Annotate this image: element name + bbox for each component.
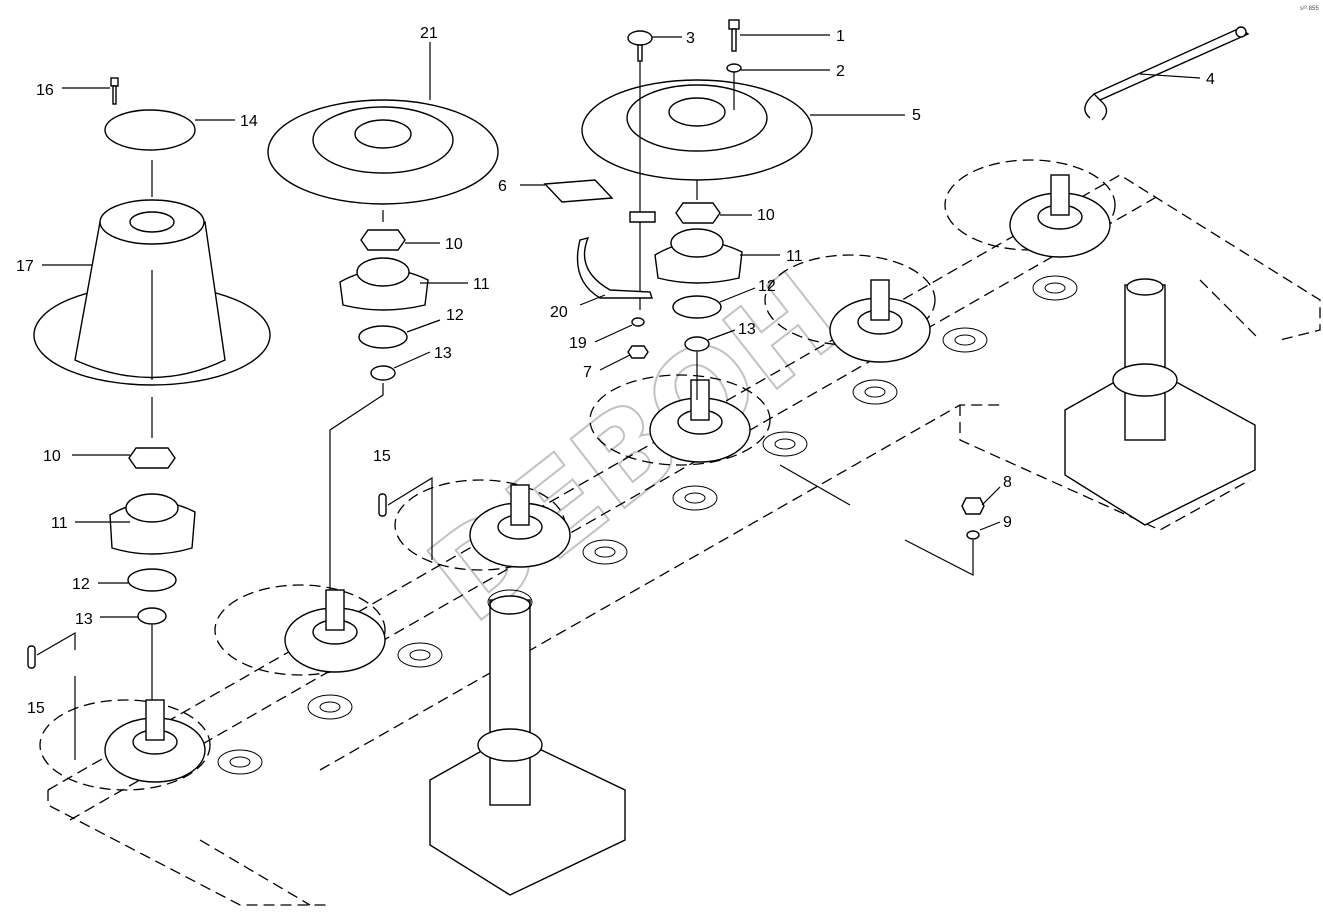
corner-mark: s²² 855 (1300, 6, 1319, 12)
leader-lines (42, 34, 1201, 618)
callout-6: 6 (498, 178, 507, 195)
washer-19 (631, 317, 645, 327)
callout-7: 7 (583, 364, 592, 381)
clip-6 (543, 179, 614, 203)
callout-19: 19 (569, 335, 587, 352)
callout-12-right: 12 (758, 278, 776, 295)
cutter-discs (39, 159, 1116, 791)
screw-16 (110, 77, 119, 105)
callout-15-left: 15 (27, 700, 45, 717)
cutter-bar-outline (47, 174, 1321, 906)
callout-13-left: 13 (75, 611, 93, 628)
callout-21: 21 (420, 25, 438, 42)
nut-10-left (128, 447, 176, 469)
ring-13-mid (370, 365, 396, 381)
callout-13-mid: 13 (434, 345, 452, 362)
callout-17: 17 (16, 258, 34, 275)
cone-hood-17 (33, 199, 271, 386)
washer-12-mid (358, 325, 408, 349)
washer-2 (726, 63, 742, 73)
bearing-flange-11-left (109, 493, 196, 555)
guard-20 (576, 211, 656, 299)
wrench-4 (1084, 26, 1250, 121)
bearing-flange-11-mid (339, 257, 429, 311)
callout-2: 2 (836, 63, 845, 80)
callout-10-mid: 10 (445, 236, 463, 253)
bearing-rings (217, 275, 1078, 775)
callout-1: 1 (836, 28, 845, 45)
callout-12-mid: 12 (446, 307, 464, 324)
bolt-1 (728, 19, 740, 52)
callout-9: 9 (1003, 514, 1012, 531)
callout-10-right: 10 (757, 207, 775, 224)
ring-13-right (684, 336, 710, 352)
callout-11-left: 11 (51, 515, 68, 532)
cover-plate-14 (104, 109, 196, 151)
callout-4: 4 (1206, 71, 1215, 88)
callout-10-left: 10 (43, 448, 61, 465)
callout-14: 14 (240, 113, 258, 130)
ring-13-left (137, 607, 167, 625)
callout-15-mid: 15 (373, 448, 391, 465)
pin-15-mid (378, 493, 387, 517)
washer-12-left (127, 568, 177, 592)
disc-hubs (104, 174, 1111, 783)
callout-3: 3 (686, 30, 695, 47)
bolt-3 (627, 30, 653, 62)
callout-13-right: 13 (738, 321, 756, 338)
nut-7 (627, 345, 649, 359)
callout-labels: 1 2 3 4 5 6 7 8 9 10 10 10 11 11 11 12 1… (16, 25, 1215, 717)
callout-16: 16 (36, 82, 54, 99)
bolt-8 (961, 497, 985, 515)
gearbox-right (1064, 278, 1256, 526)
washer-9 (966, 530, 980, 540)
nut-10-mid (360, 229, 406, 251)
bearing-flange-11-right (654, 228, 743, 284)
disc-plate-5 (581, 79, 813, 181)
disc-plate-21 (267, 99, 499, 205)
callout-11-mid: 11 (473, 276, 490, 293)
washer-12-right (672, 295, 722, 319)
callout-12-left: 12 (72, 576, 90, 593)
pin-15-left (27, 645, 36, 669)
callout-8: 8 (1003, 474, 1012, 491)
callout-20: 20 (550, 304, 568, 321)
gearbox-left (429, 595, 626, 896)
nut-10-right (675, 202, 721, 224)
callout-11-right: 11 (786, 248, 803, 265)
callout-5: 5 (912, 107, 921, 124)
